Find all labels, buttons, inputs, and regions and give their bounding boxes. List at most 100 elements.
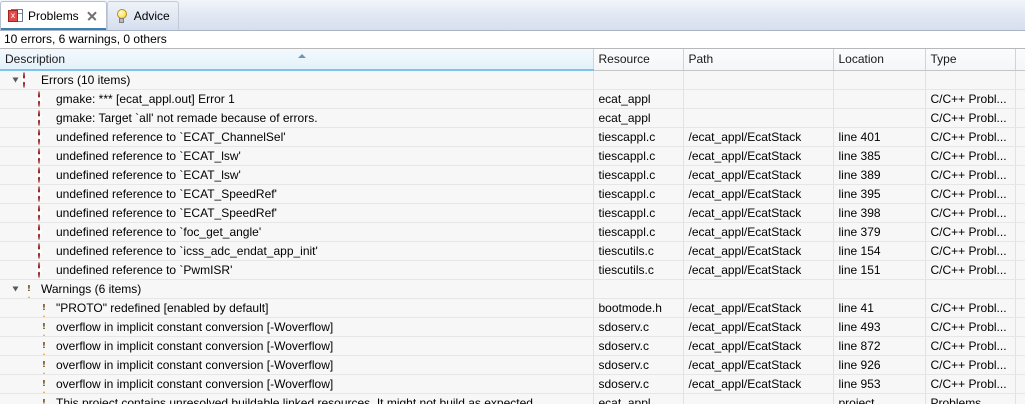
cell-path: /ecat_appl/EcatStack xyxy=(683,165,834,185)
cell-path-text: /ecat_appl/EcatStack xyxy=(688,244,802,258)
cell-location xyxy=(833,108,926,128)
cell-resource: sdoserv.c xyxy=(593,374,684,394)
tab-advice[interactable]: Advice xyxy=(106,1,179,30)
cell-location-text: project xyxy=(838,396,875,404)
cell-path: /ecat_appl/EcatStack xyxy=(683,355,834,375)
cell-path: /ecat_appl/EcatStack xyxy=(683,203,834,223)
cell-location: line 151 xyxy=(833,260,926,280)
cell-type: C/C++ Probl... xyxy=(925,298,1016,318)
close-icon[interactable] xyxy=(87,11,98,22)
cell-type-text: C/C++ Probl... xyxy=(930,168,1007,182)
problems-summary: 10 errors, 6 warnings, 0 others xyxy=(0,31,1025,48)
column-header-resource[interactable]: Resource xyxy=(593,49,684,71)
cell-resource: ecat_appl xyxy=(593,89,684,109)
tab-problems[interactable]: x Problems xyxy=(0,1,107,30)
cell-resource-text: tiescappl.c xyxy=(598,225,656,239)
table-row[interactable]: This project contains unresolved buildab… xyxy=(0,393,1025,404)
cell-type-text: C/C++ Probl... xyxy=(930,92,1007,106)
table-row[interactable]: "PROTO" redefined [enabled by default]bo… xyxy=(0,298,1025,318)
description-text: overflow in implicit constant conversion… xyxy=(56,377,334,391)
table-body: Errors (10 items)gmake: *** [ecat_appl.o… xyxy=(0,70,1025,404)
cell-resource: sdoserv.c xyxy=(593,336,684,356)
cell-description: undefined reference to `ECAT_SpeedRef' xyxy=(0,203,594,223)
column-header-resource-label: Resource xyxy=(598,52,650,67)
column-header-type[interactable]: Type xyxy=(925,49,1016,71)
expand-collapse-icon[interactable] xyxy=(12,280,23,298)
table-row[interactable]: overflow in implicit constant conversion… xyxy=(0,317,1025,337)
cell-location-text: line 151 xyxy=(838,263,881,277)
cell-filler xyxy=(1015,260,1025,280)
table-row[interactable]: undefined reference to `ECAT_ChannelSel'… xyxy=(0,127,1025,147)
cell-location: line 385 xyxy=(833,146,926,166)
warning-icon xyxy=(23,282,37,298)
cell-type-text: C/C++ Probl... xyxy=(930,320,1007,334)
table-row[interactable]: undefined reference to `PwmISR'tiescutil… xyxy=(0,260,1025,280)
cell-type-text: C/C++ Probl... xyxy=(930,111,1007,125)
cell-description: gmake: Target `all' not remade because o… xyxy=(0,108,594,128)
cell-resource-text: tiescutils.c xyxy=(598,244,654,258)
cell-resource: tiescappl.c xyxy=(593,222,684,242)
column-header-description[interactable]: Description xyxy=(0,49,594,71)
cell-filler xyxy=(1015,393,1025,404)
cell-type: C/C++ Probl... xyxy=(925,146,1016,166)
cell-resource-text: ecat_appl xyxy=(598,396,651,404)
table-row[interactable]: undefined reference to `ECAT_lsw'tiescap… xyxy=(0,165,1025,185)
warning-icon xyxy=(38,301,52,317)
cell-resource: tiescappl.c xyxy=(593,184,684,204)
table-group-row[interactable]: Errors (10 items) xyxy=(0,70,1025,90)
cell-location-text: line 154 xyxy=(838,244,881,258)
cell-location-text: line 385 xyxy=(838,149,881,163)
cell-filler xyxy=(1015,70,1025,90)
table-group-row[interactable]: Warnings (6 items) xyxy=(0,279,1025,299)
table-row[interactable]: overflow in implicit constant conversion… xyxy=(0,374,1025,394)
table-row[interactable]: gmake: Target `all' not remade because o… xyxy=(0,108,1025,128)
warning-icon xyxy=(38,358,52,374)
lightbulb-icon xyxy=(115,8,129,24)
problems-icon: x xyxy=(8,8,23,24)
column-header-path[interactable]: Path xyxy=(683,49,834,71)
table-row[interactable]: overflow in implicit constant conversion… xyxy=(0,355,1025,375)
cell-description: overflow in implicit constant conversion… xyxy=(0,355,594,375)
cell-type: C/C++ Probl... xyxy=(925,165,1016,185)
cell-location-text: line 389 xyxy=(838,168,881,182)
cell-resource-text: bootmode.h xyxy=(598,301,662,315)
cell-path-text: /ecat_appl/EcatStack xyxy=(688,225,802,239)
description-text: undefined reference to `ECAT_SpeedRef' xyxy=(56,206,277,220)
column-header-location-label: Location xyxy=(838,52,884,67)
table-row[interactable]: undefined reference to `icss_adc_endat_a… xyxy=(0,241,1025,261)
cell-path: /ecat_appl/EcatStack xyxy=(683,127,834,147)
cell-path xyxy=(683,89,834,109)
cell-path xyxy=(683,70,834,90)
cell-location: line 953 xyxy=(833,374,926,394)
description-text: This project contains unresolved buildab… xyxy=(56,396,537,404)
table-row[interactable]: undefined reference to `ECAT_SpeedRef'ti… xyxy=(0,203,1025,223)
error-icon xyxy=(38,186,52,202)
warning-icon xyxy=(38,396,52,404)
error-icon xyxy=(38,243,52,259)
table-row[interactable]: overflow in implicit constant conversion… xyxy=(0,336,1025,356)
column-header-location[interactable]: Location xyxy=(833,49,926,71)
cell-path-text: /ecat_appl/EcatStack xyxy=(688,187,802,201)
description-text: gmake: Target `all' not remade because o… xyxy=(56,111,318,125)
cell-resource: tiescappl.c xyxy=(593,127,684,147)
cell-description: undefined reference to `ECAT_SpeedRef' xyxy=(0,184,594,204)
table-row[interactable]: undefined reference to `foc_get_angle' ti… xyxy=(0,222,1025,242)
cell-location: line 395 xyxy=(833,184,926,204)
error-icon xyxy=(38,91,52,107)
cell-description: undefined reference to `foc_get_angle' xyxy=(0,222,594,242)
cell-resource xyxy=(593,70,684,90)
cell-location: line 379 xyxy=(833,222,926,242)
tab-problems-label: Problems xyxy=(28,9,79,23)
cell-path xyxy=(683,279,834,299)
cell-resource: tiescutils.c xyxy=(593,260,684,280)
cell-resource-text: ecat_appl xyxy=(598,92,651,106)
cell-filler xyxy=(1015,241,1025,261)
table-row[interactable]: undefined reference to `ECAT_SpeedRef'ti… xyxy=(0,184,1025,204)
cell-path: /ecat_appl/EcatStack xyxy=(683,260,834,280)
table-row[interactable]: undefined reference to `ECAT_lsw'tiescap… xyxy=(0,146,1025,166)
cell-type-text: C/C++ Probl... xyxy=(930,149,1007,163)
cell-location xyxy=(833,89,926,109)
cell-path-text: /ecat_appl/EcatStack xyxy=(688,339,802,353)
cell-path-text: /ecat_appl/EcatStack xyxy=(688,130,802,144)
